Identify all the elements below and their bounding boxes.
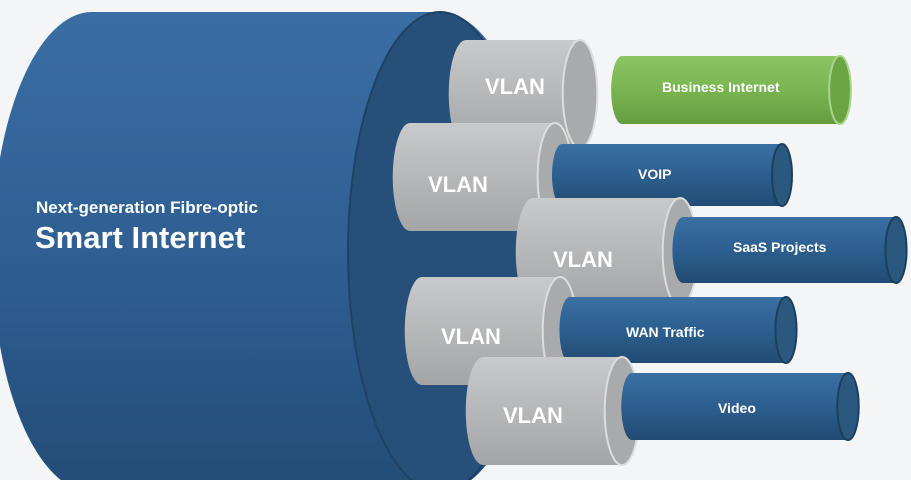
vlan-label: VLAN <box>441 324 501 349</box>
service-label-wan-traffic: WAN Traffic <box>626 324 705 340</box>
vlan-label: VLAN <box>503 403 563 428</box>
service-label-video: Video <box>718 400 756 416</box>
service-tube-end <box>836 372 860 441</box>
vlan-tube-body <box>465 357 640 465</box>
service-tube-body <box>621 372 859 440</box>
cable-subtitle: Next-generation Fibre-optic <box>36 198 258 217</box>
vlan-tubes <box>392 39 908 466</box>
service-label-saas-projects: SaaS Projects <box>733 239 827 255</box>
service-tube-body <box>552 144 792 206</box>
service-tube-end <box>828 55 852 125</box>
vlan-label: VLAN <box>485 74 545 99</box>
vlan-tube-end <box>561 39 599 149</box>
service-tube-body <box>611 56 851 124</box>
cable-title: Smart Internet <box>35 220 246 255</box>
service-tube-end <box>771 143 793 207</box>
vlan-tube-body <box>448 40 598 148</box>
service-label-voip: VOIP <box>638 166 672 182</box>
service-tube-body <box>672 217 907 283</box>
vlan-label: VLAN <box>553 247 613 272</box>
vlan-label: VLAN <box>428 172 488 197</box>
service-tube-end <box>774 296 798 364</box>
service-label-business-internet: Business Internet <box>662 79 780 95</box>
service-tube-body <box>559 297 797 363</box>
service-tube-end <box>884 216 908 284</box>
